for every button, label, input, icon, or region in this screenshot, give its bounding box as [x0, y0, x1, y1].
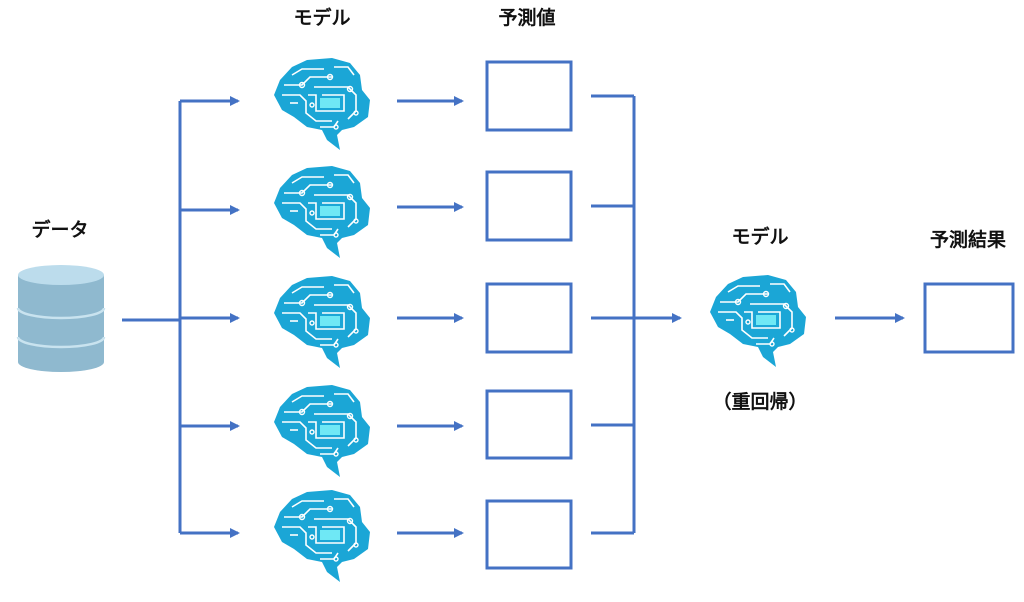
model-row-1	[180, 57, 634, 150]
prediction-box	[485, 499, 573, 570]
brain-model-icon	[273, 489, 371, 582]
meta-model-label: モデル	[731, 225, 788, 248]
meta-model-brain-icon	[709, 274, 807, 367]
prediction-box	[485, 60, 573, 132]
brain-model-icon	[273, 384, 371, 477]
prediction-box	[485, 389, 573, 460]
split-connector	[122, 101, 182, 533]
database-icon	[16, 265, 106, 372]
data-label: データ	[31, 218, 88, 241]
model-row-2	[180, 165, 634, 258]
predictions-label: 予測値	[498, 6, 555, 29]
merge-connector	[632, 96, 682, 533]
brain-model-icon	[273, 57, 371, 150]
models-label: モデル	[293, 6, 350, 29]
prediction-box	[485, 282, 573, 354]
model-row-5	[180, 489, 634, 582]
result-box	[923, 282, 1015, 354]
brain-model-icon	[273, 275, 371, 368]
meta-model-note: （重回帰）	[712, 390, 807, 413]
result-label: 予測結果	[930, 228, 1006, 251]
model-row-3	[180, 275, 634, 368]
brain-model-icon	[273, 165, 371, 258]
prediction-box	[485, 170, 573, 242]
model-row-4	[180, 384, 634, 477]
